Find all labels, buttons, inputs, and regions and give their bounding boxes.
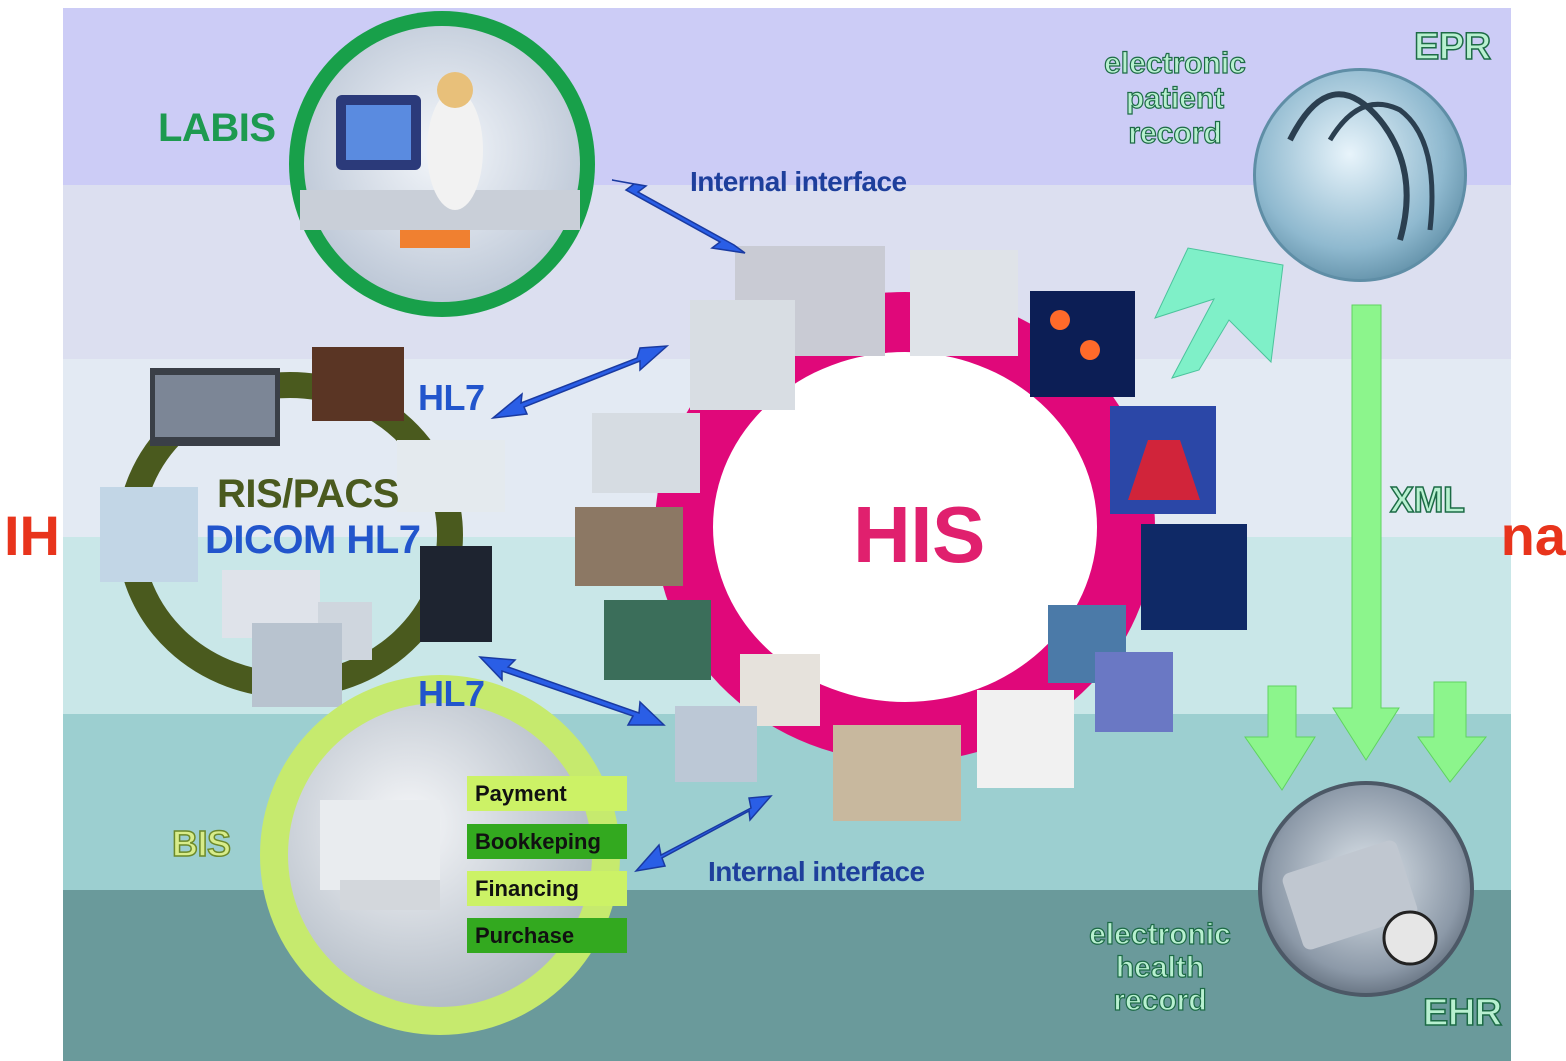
bis-menu-purchase: Purchase <box>467 918 627 953</box>
bis-menu-payment: Payment <box>467 776 627 811</box>
arrow-hl7-bottom <box>478 656 666 726</box>
labis-circle <box>289 11 595 317</box>
background-title-right-fragment: na <box>1500 504 1566 567</box>
ehr-description: electronic health record <box>1065 917 1255 1017</box>
dicom-hl7-label: DICOM HL7 <box>205 518 421 562</box>
arrows-internal <box>478 179 773 873</box>
arrow-labis-his <box>611 179 746 254</box>
epr-desc-line-1: electronic <box>1104 46 1247 80</box>
labis-label: LABIS <box>158 106 276 150</box>
his-ring <box>575 246 1247 821</box>
bis-label: BIS <box>171 823 231 864</box>
hl7-bottom-label: HL7 <box>418 673 485 714</box>
epr-label: EPR <box>1413 26 1492 68</box>
arrow-down-right <box>1417 681 1488 783</box>
epr-desc-line-3: record <box>1128 116 1223 150</box>
ehr-desc-line-1: electronic <box>1089 917 1232 951</box>
epr-description: electronic patient record <box>1080 46 1270 151</box>
ris-pacs-ring <box>100 347 505 707</box>
arrow-hl7-top <box>490 345 670 420</box>
background-title-left-fragment: IH <box>4 504 60 567</box>
epr-desc-line-2: patient <box>1125 81 1225 115</box>
ris-pacs-label: RIS/PACS <box>217 472 399 516</box>
ehr-label: EHR <box>1422 992 1503 1034</box>
internal-interface-top-label: Internal interface <box>690 166 907 197</box>
arrow-xml-down <box>1332 304 1400 761</box>
ehr-circle <box>1258 781 1474 997</box>
arrow-his-epr <box>1154 247 1284 379</box>
arrow-down-left <box>1244 685 1316 791</box>
xml-label: XML <box>1389 479 1465 520</box>
internal-interface-bottom-label: Internal interface <box>708 856 925 887</box>
ehr-desc-line-3: record <box>1113 983 1208 1017</box>
hl7-top-label: HL7 <box>418 377 485 418</box>
bis-menu-bookkeping: Bookkeping <box>467 824 627 859</box>
arrows-to-ehr <box>1244 304 1488 791</box>
arrow-bis-his <box>634 795 773 873</box>
his-label: HIS <box>853 490 985 579</box>
ehr-desc-line-2: health <box>1115 950 1205 984</box>
epr-circle <box>1253 68 1467 282</box>
bis-menu-financing: Financing <box>467 871 627 906</box>
